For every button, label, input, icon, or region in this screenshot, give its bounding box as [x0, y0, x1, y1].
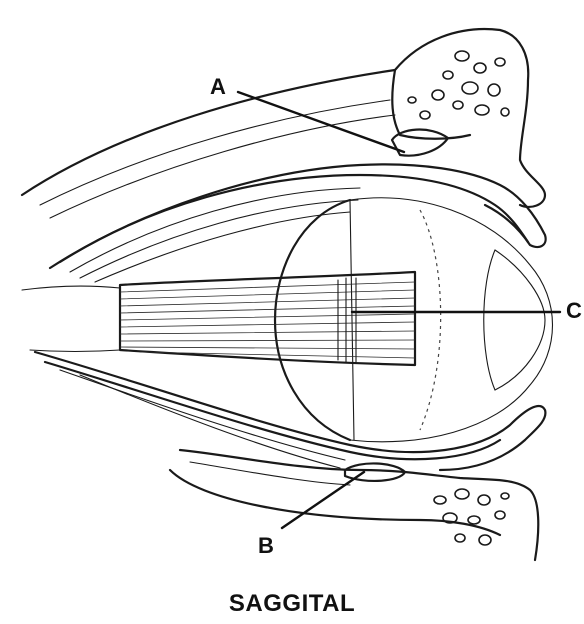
- figure-caption: SAGGITAL: [0, 592, 584, 616]
- orbital-apex: [22, 286, 120, 352]
- orbital-floor: [170, 450, 538, 560]
- upper-eyelid: [50, 164, 546, 282]
- label-b: B: [258, 535, 274, 557]
- leader-line-b: [282, 472, 364, 528]
- label-c: C: [566, 300, 582, 322]
- lower-eyelid: [35, 352, 545, 470]
- label-a: A: [210, 76, 226, 98]
- muscle-fibers: [120, 282, 415, 358]
